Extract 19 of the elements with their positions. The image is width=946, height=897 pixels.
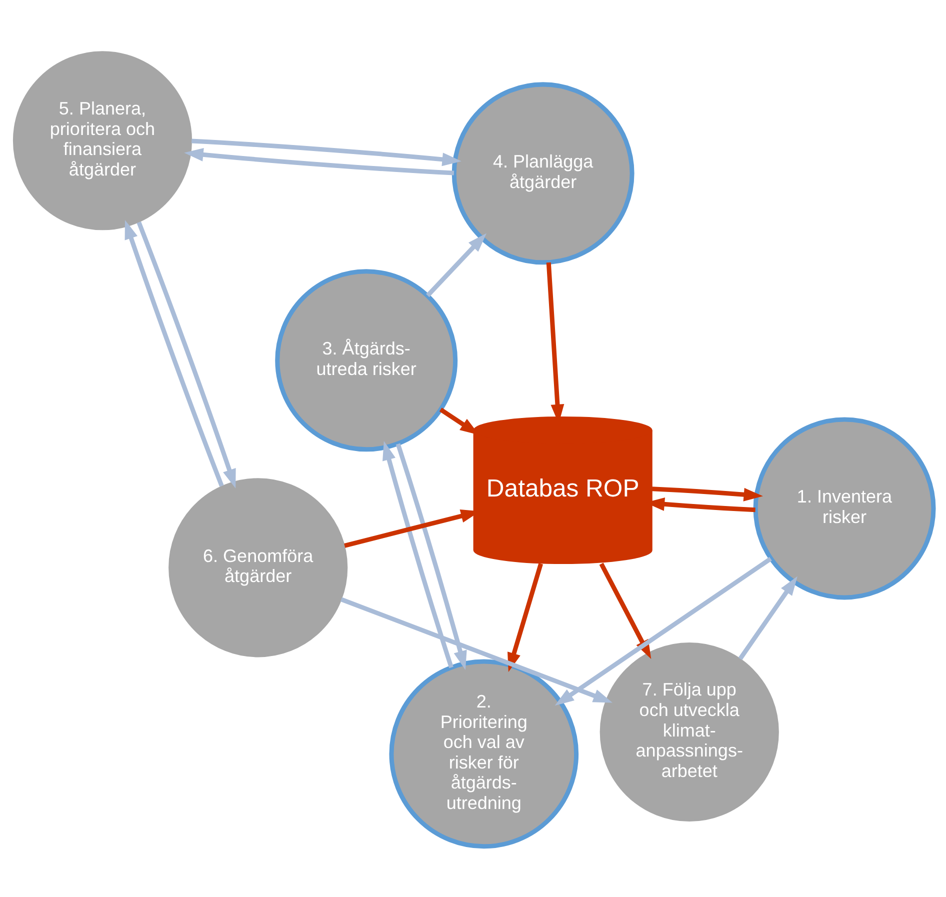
arrow (426, 232, 486, 297)
arrow (554, 556, 772, 706)
node-circle: 4. Planlägga åtgärder (451, 82, 634, 264)
arrow (382, 440, 453, 668)
node-circle: 1. Inventera risker (752, 416, 936, 600)
arrow (124, 219, 224, 486)
node-circle: 3. Åtgärds- utreda risker (274, 268, 458, 452)
arrow (738, 576, 797, 660)
arrow (136, 221, 236, 488)
node-circle: 2. Prioritering och val av risker för åtgärds- utredning (388, 658, 578, 848)
arrow (184, 147, 454, 175)
node-circle: 7. Följa upp och utveckla klimat- anpassnings- arbetet (599, 642, 778, 822)
node-circle: 6. Genomföra åtgärder (168, 478, 348, 657)
arrow (190, 138, 461, 166)
arrow (340, 596, 612, 702)
arrow (507, 562, 542, 672)
arrow (651, 486, 762, 501)
node-circle: 5. Planera, prioritera och finansiera åtgärder (12, 50, 192, 230)
arrow (395, 442, 466, 670)
